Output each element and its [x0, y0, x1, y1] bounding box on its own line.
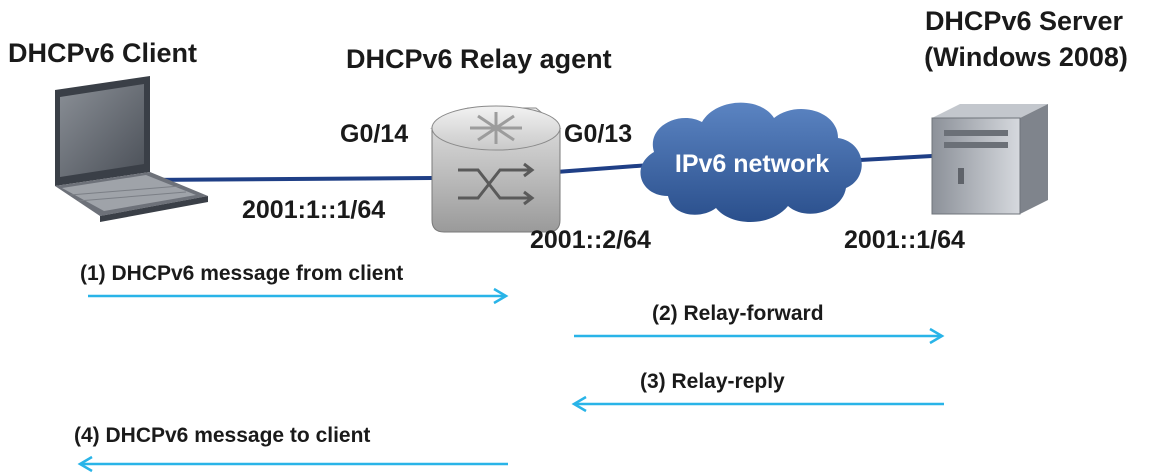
arrow-message-4 — [77, 455, 508, 473]
server-title-line2: (Windows 2008) — [924, 42, 1128, 72]
link-relay-cloud — [555, 163, 651, 174]
message-2-label: (2) Relay-forward — [652, 302, 824, 325]
switch-icon — [430, 105, 562, 233]
client-title: DHCPv6 Client — [8, 38, 197, 68]
link-client-relay — [139, 176, 433, 182]
relay-title: DHCPv6 Relay agent — [346, 44, 612, 74]
message-flow — [77, 287, 945, 473]
port-g0-14: G0/14 — [340, 120, 408, 148]
port-g0-13: G0/13 — [564, 120, 632, 148]
arrow-message-3 — [571, 395, 944, 413]
server-tower-icon — [931, 104, 1048, 215]
network-links — [139, 154, 933, 182]
relay-server-side-ip: 2001::2/64 — [530, 226, 651, 254]
message-3-label: (3) Relay-reply — [640, 370, 785, 393]
message-1-label: (1) DHCPv6 message from client — [80, 262, 403, 285]
cloud-label: IPv6 network — [675, 150, 829, 178]
message-4-label: (4) DHCPv6 message to client — [74, 424, 370, 447]
laptop-icon — [55, 76, 208, 222]
relay-client-side-ip: 2001:1::1/64 — [242, 196, 385, 224]
arrow-message-1 — [88, 287, 509, 305]
arrow-message-2 — [574, 327, 945, 345]
server-ip: 2001::1/64 — [844, 226, 965, 254]
server-title-line1: DHCPv6 Server — [925, 6, 1124, 36]
cloud-icon: IPv6 network — [640, 102, 862, 222]
link-cloud-server — [859, 154, 933, 162]
